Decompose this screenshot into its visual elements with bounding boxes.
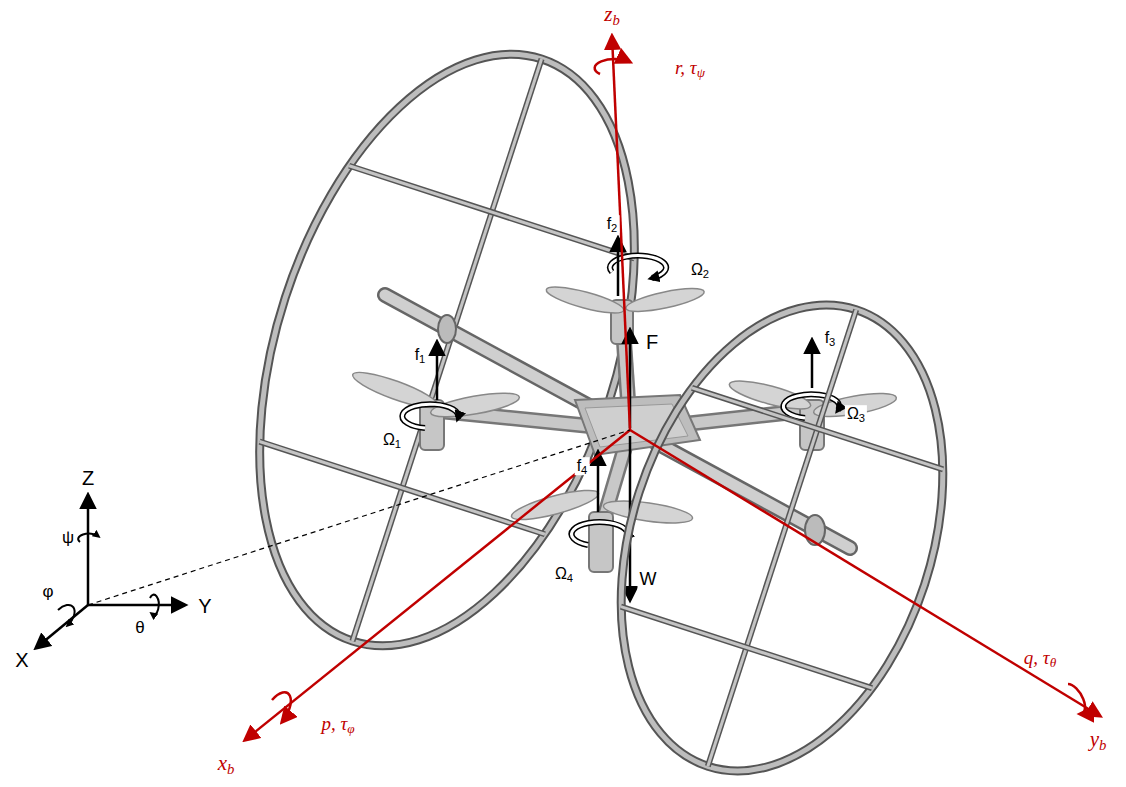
- angle-label: ψ: [60, 529, 76, 548]
- rate-label: r, τψ: [673, 58, 707, 79]
- inertial-frame: [36, 430, 630, 648]
- left-wheel: [191, 6, 703, 693]
- force-label: f2: [605, 215, 620, 233]
- rotor-speed-label: Ω1: [381, 431, 403, 449]
- axis-label: Y: [196, 595, 213, 617]
- body-axes: [245, 36, 1100, 740]
- axis-label: yb: [1088, 728, 1109, 751]
- rotor-speed-label: Ω2: [689, 261, 711, 279]
- rotor-speed-label: Ω4: [553, 565, 575, 583]
- rate-label: q, τθ: [1022, 648, 1058, 669]
- axis-label: Z: [80, 467, 96, 489]
- axis-label: xb: [216, 752, 237, 775]
- angle-label: θ: [133, 619, 146, 638]
- force-label: f3: [823, 329, 838, 347]
- axis-label: zb: [602, 3, 622, 26]
- weight-label: W: [638, 570, 659, 590]
- rotor-rotation: [402, 256, 839, 545]
- force-label: f4: [575, 457, 590, 475]
- right-wheel: [565, 263, 999, 787]
- force-label: F: [644, 331, 660, 353]
- rotor-speed-label: Ω3: [845, 405, 867, 423]
- angle-label: φ: [40, 583, 55, 602]
- rate-label: p, τφ: [319, 714, 356, 735]
- axis-label: X: [13, 649, 30, 671]
- force-label: f1: [413, 346, 428, 364]
